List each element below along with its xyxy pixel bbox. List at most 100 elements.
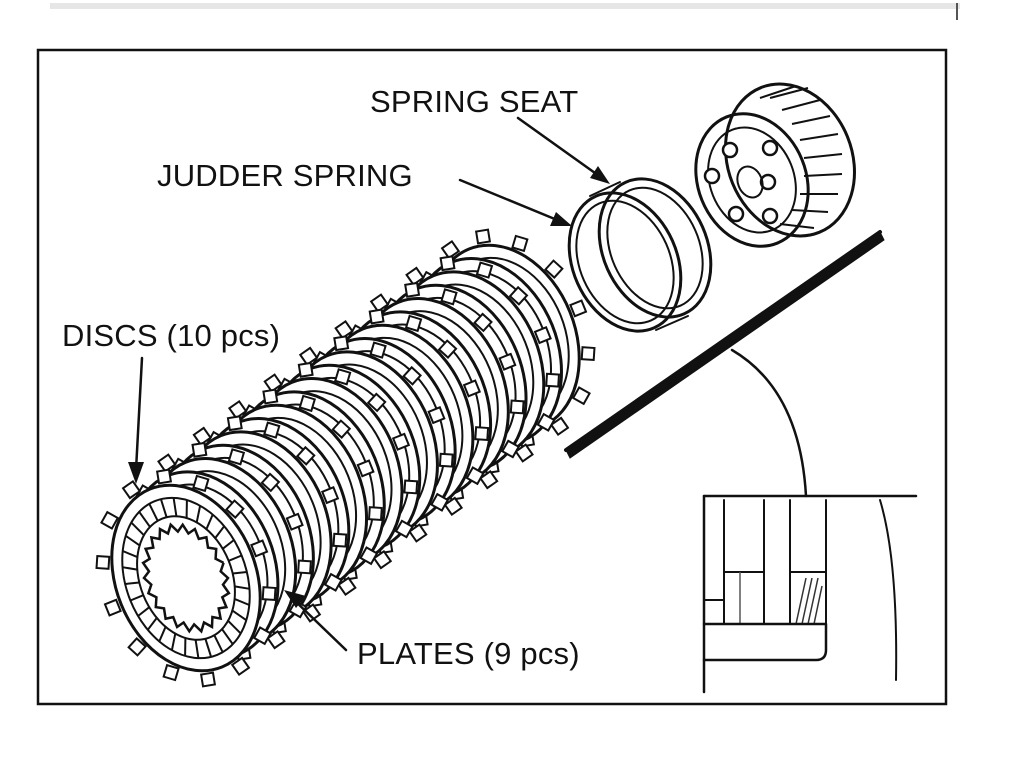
disc-tab	[580, 346, 596, 362]
disc-tab	[367, 506, 383, 522]
friction-segment	[172, 497, 178, 517]
disc-tab	[226, 415, 243, 432]
disc-tab	[405, 266, 425, 287]
disc-tab	[533, 325, 552, 345]
disc-tab	[250, 539, 269, 558]
disc-tab	[263, 373, 283, 393]
detail-inset	[702, 494, 918, 694]
disc-tab	[403, 479, 419, 495]
disc-tab	[162, 663, 180, 682]
friction-segment	[130, 521, 145, 536]
disc-tab	[301, 603, 322, 623]
disc-tab	[438, 452, 454, 468]
disc-tab	[320, 485, 340, 505]
disc-tab	[514, 443, 534, 463]
front-disc-face	[122, 497, 250, 659]
disc-tab	[473, 312, 493, 333]
arrowhead-judder-spring	[550, 212, 572, 226]
friction-segment	[122, 566, 138, 571]
splined-inner-edge	[141, 522, 231, 634]
disc-tab	[100, 510, 120, 530]
friction-segment	[227, 620, 242, 635]
friction-segment	[195, 505, 202, 523]
disc-tab	[437, 339, 458, 359]
disc-tab	[402, 365, 422, 386]
friction-segment	[158, 626, 167, 642]
label-judder-spring: JUDDER SPRING	[157, 158, 413, 193]
friction-segment	[170, 633, 177, 651]
disc-plate-stack	[95, 228, 596, 688]
disc-tab	[474, 228, 492, 245]
friction-segment	[130, 594, 144, 602]
friction-segment	[222, 539, 235, 550]
disc-tab	[408, 523, 428, 543]
disc-tab	[474, 426, 490, 442]
friction-segment	[228, 554, 242, 562]
friction-segment	[232, 571, 248, 575]
disc-tab	[571, 386, 591, 406]
friction-segment	[125, 534, 141, 547]
disc-tab	[465, 466, 485, 486]
friction-segment	[234, 585, 250, 590]
disc-tab	[252, 626, 272, 646]
friction-segment	[124, 581, 140, 585]
disc-tab	[331, 419, 352, 439]
disc-tab	[334, 319, 354, 340]
disc-tab	[199, 671, 217, 688]
disc-tab	[297, 361, 314, 378]
disc-tab	[511, 234, 529, 253]
friction-segment	[214, 525, 225, 539]
disc-tab	[369, 341, 387, 359]
disc-tab	[288, 599, 308, 619]
disc-tab	[297, 559, 312, 575]
disc-tab	[337, 576, 357, 597]
disc-tab	[545, 372, 561, 388]
disc-tab	[332, 532, 348, 548]
label-plates: PLATES (9 pcs)	[357, 636, 580, 671]
arrowhead-discs	[128, 462, 144, 484]
disc-tab	[549, 416, 570, 437]
disc-tab	[227, 399, 248, 420]
disc-tab	[536, 412, 556, 432]
friction-segment	[159, 498, 168, 518]
disc-tab	[391, 432, 411, 451]
disc-tab	[323, 572, 343, 592]
disc-tab	[443, 496, 464, 517]
disc-tab	[366, 392, 387, 413]
friction-segment	[194, 639, 200, 659]
disc-tab	[192, 474, 210, 493]
friction-segment	[148, 503, 159, 522]
disc-tab	[157, 453, 177, 473]
disc-tab	[192, 426, 212, 447]
judder-spring-and-seat	[567, 177, 713, 333]
detail-callout-curve	[730, 348, 808, 498]
disc-tab	[295, 445, 316, 466]
arrowhead-plates	[284, 590, 306, 608]
disc-tab	[298, 394, 317, 413]
disc-tab	[225, 499, 245, 519]
disc-tab	[262, 388, 279, 405]
disc-tab	[298, 346, 319, 367]
disc-tab	[394, 519, 414, 539]
disc-tab	[462, 379, 482, 398]
friction-segment	[221, 628, 234, 645]
disc-tab	[498, 352, 517, 371]
friction-segment	[231, 609, 247, 622]
friction-segment	[234, 597, 250, 606]
disc-tab	[440, 239, 461, 260]
friction-segment	[205, 514, 214, 530]
shaft-outline	[564, 230, 885, 459]
leader-plates	[290, 596, 348, 652]
disc-tab	[285, 512, 304, 531]
disc-tab	[509, 399, 525, 415]
leader-spring-seat	[516, 116, 604, 180]
disc-tab	[544, 259, 564, 279]
disc-tab	[404, 281, 421, 298]
friction-segment	[138, 511, 151, 528]
disc-tab	[95, 554, 111, 570]
disc-tab	[500, 439, 521, 459]
leader-lines	[128, 116, 808, 652]
disc-tab	[404, 314, 423, 333]
